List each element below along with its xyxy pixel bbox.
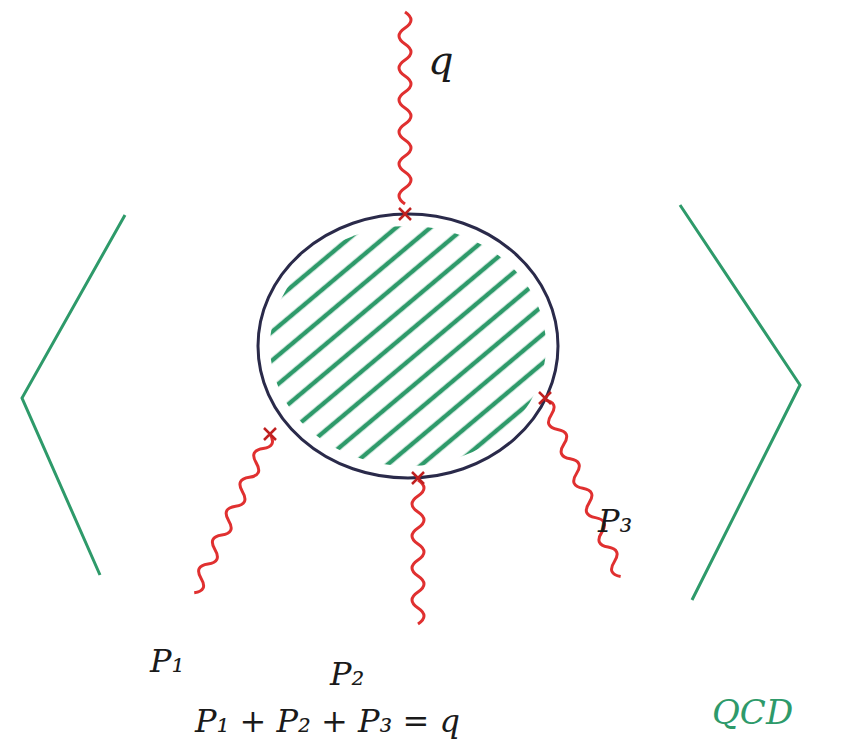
momentum-equation: P₁ + P₂ + P₃ = q: [195, 705, 460, 737]
blob-circle: [258, 214, 558, 478]
subscript-label: QCD: [712, 695, 793, 729]
photon-p2: [412, 480, 424, 624]
photon-q: [399, 12, 411, 204]
vertex-marks: [264, 208, 551, 484]
momentum-label: P₁: [150, 645, 184, 677]
momentum-label: q: [428, 40, 454, 80]
hatching: [270, 226, 546, 466]
momentum-label: P₂: [330, 658, 364, 690]
left-bracket: [22, 215, 125, 575]
momentum-label: P₃: [598, 505, 632, 537]
photon-p1: [189, 431, 276, 595]
photon-p3: [539, 398, 626, 579]
right-bracket: [680, 205, 800, 600]
